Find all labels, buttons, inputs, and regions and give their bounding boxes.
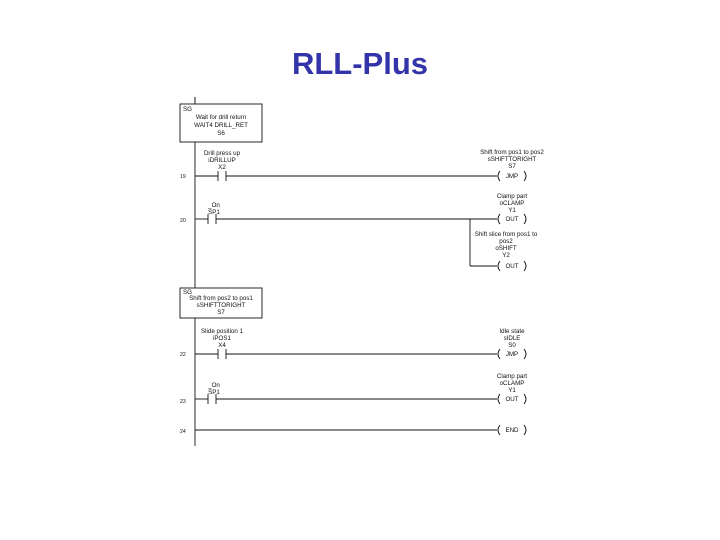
rung-22: 22 Slide position 1 iPOS1 X4 Idle state … — [180, 328, 527, 360]
output-label-line: Idle state — [499, 328, 525, 335]
normally-open-contact — [217, 349, 227, 359]
output-label-line: Y2 — [502, 252, 510, 259]
rung-number: 22 — [180, 352, 186, 358]
rung-20: 20 _On SP1 Clamp part oCLAMP Y1 OUT Shif… — [180, 193, 538, 272]
contact-label-line: SP1 — [208, 389, 220, 396]
output-label-line: sSHIFTTORIGHT — [488, 156, 537, 163]
contact-label-line: X2 — [218, 164, 226, 171]
coil-instruction: OUT — [505, 396, 518, 403]
stage-box-s6: SG Wait for drill return WAIT4 DRILL_RET… — [179, 103, 263, 143]
output-label-line: oCLAMP — [500, 200, 525, 207]
rung-number: 19 — [180, 174, 186, 180]
contact-label-line: iPOS1 — [213, 335, 231, 342]
stage-label-line: WAIT4 DRILL_RET — [194, 122, 248, 129]
slide-title: RLL-Plus — [291, 46, 429, 81]
output-coil: OUT — [497, 393, 527, 405]
output-label-line: Clamp part — [497, 373, 528, 380]
output-label-line: S0 — [508, 342, 516, 349]
contact-label-line: X4 — [218, 342, 226, 349]
output-label-line: sIDLE — [504, 335, 521, 342]
output-label-line: Y1 — [508, 387, 516, 394]
rung-23: 23 _On SP1 Clamp part oCLAMP Y1 OUT — [180, 373, 527, 405]
output-label-line: Shift from pos1 to pos2 — [480, 149, 544, 156]
coil-instruction: JMP — [506, 351, 518, 358]
rung-24: 24 END — [180, 424, 527, 436]
normally-open-contact — [217, 171, 227, 181]
output-label-line: oSHIFT — [495, 245, 517, 252]
rung-number: 20 — [180, 218, 186, 224]
end-coil: END — [497, 424, 527, 436]
output-label-line: Shift slice from pos1 to — [475, 231, 538, 238]
stage-marker: SG — [183, 289, 192, 296]
stage-label-line: Shift from pos2 to pos1 — [189, 295, 253, 302]
coil-instruction: OUT — [505, 263, 518, 270]
jump-coil: JMP — [497, 170, 527, 182]
output-coil: OUT — [497, 213, 527, 225]
stage-label-line: sSHIFTTORIGHT — [197, 302, 246, 309]
contact-label-line: Drill press up — [204, 150, 241, 157]
stage-label-line: S6 — [217, 130, 225, 137]
output-label-line: Clamp part — [497, 193, 528, 200]
stage-box-s7: SG Shift from pos2 to pos1 sSHIFTTORIGHT… — [179, 287, 263, 319]
output-label-line: oCLAMP — [500, 380, 525, 387]
coil-instruction: END — [505, 427, 519, 434]
output-label-line: pos2 — [499, 238, 513, 245]
coil-instruction: JMP — [506, 173, 518, 180]
stage-marker: SG — [183, 106, 192, 113]
output-coil: OUT — [497, 260, 527, 272]
contact-label-line: Slide position 1 — [201, 328, 244, 335]
jump-coil: JMP — [497, 348, 527, 360]
contact-label-line: iDRILLUP — [208, 157, 236, 164]
contact-label-line: _On — [207, 382, 220, 389]
contact-label-line: _On — [207, 202, 220, 209]
rung-number: 23 — [180, 399, 186, 405]
output-label-line: S7 — [508, 163, 516, 170]
contact-label-line: SP1 — [208, 209, 220, 216]
rung-number: 24 — [180, 429, 186, 435]
coil-instruction: OUT — [505, 216, 518, 223]
stage-label-line: Wait for drill return — [196, 114, 247, 121]
output-label-line: Y1 — [508, 207, 516, 214]
rung-19: 19 Drill press up iDRILLUP X2 Shift from… — [180, 149, 544, 182]
stage-label-line: S7 — [217, 309, 225, 316]
